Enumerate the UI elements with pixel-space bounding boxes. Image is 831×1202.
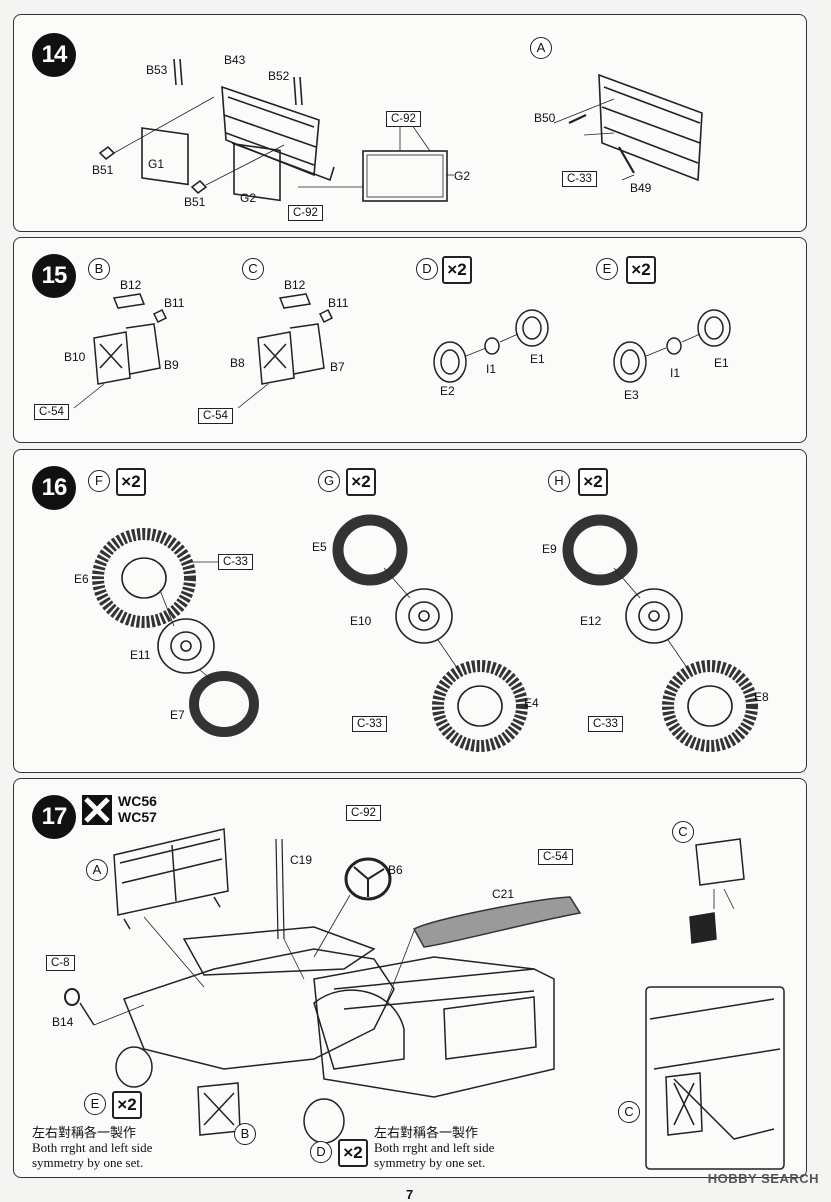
part-label-g1: G1 [148, 157, 165, 171]
part-box-c92: C-92 [288, 205, 323, 221]
quantity-badge: ×2 [112, 1091, 142, 1119]
part-box-c33: C-33 [218, 554, 253, 570]
step-14-panel: 14 B53 B43 B52 G1 B51 B51 G2 G2 C-92 C-9… [13, 14, 807, 232]
aircraft-marking-icon [82, 795, 112, 825]
part-label-g2: G2 [454, 169, 471, 183]
subassembly-c-marker: C [672, 821, 694, 843]
part-label-e4: E4 [524, 696, 539, 710]
part-label-b49: B49 [630, 181, 652, 195]
quantity-badge: ×2 [442, 256, 472, 284]
part-box-c33: C-33 [562, 171, 597, 187]
step-17-illustration [64, 828, 785, 1170]
part-label-e11: E11 [130, 648, 151, 662]
part-label-e1: E1 [714, 356, 729, 370]
part-label-e1: E1 [530, 352, 545, 366]
variant-label-wc56: WC56 [118, 793, 157, 809]
subassembly-b-marker: B [234, 1123, 256, 1145]
quantity-badge: ×2 [578, 468, 608, 496]
watermark: HOBBY SEARCH [707, 1171, 819, 1186]
part-box-c92: C-92 [386, 111, 421, 127]
part-label-b12: B12 [120, 278, 142, 292]
subassembly-g-marker: G [318, 470, 340, 492]
part-label-b52: B52 [268, 69, 290, 83]
subassembly-e-marker: E [84, 1093, 106, 1115]
part-label-i1: I1 [670, 366, 681, 380]
subassembly-d-marker: D [310, 1141, 332, 1163]
part-label-b43: B43 [224, 53, 246, 67]
part-label-e7: E7 [170, 708, 185, 722]
part-label-g2: G2 [240, 191, 257, 205]
note-english-2: symmetry by one set. [32, 1155, 144, 1170]
part-label-b53: B53 [146, 63, 168, 77]
variant-label-wc57: WC57 [118, 809, 157, 825]
part-box-c54: C-54 [34, 404, 69, 420]
part-label-b12: B12 [284, 278, 306, 292]
part-label-e5: E5 [312, 540, 327, 554]
step-number: 14 [32, 33, 76, 77]
note-english-1: Both rrght and left side [374, 1140, 495, 1155]
part-label-b7: B7 [330, 360, 345, 374]
part-label-e10: E10 [350, 614, 372, 628]
part-box-c33: C-33 [588, 716, 623, 732]
subassembly-c-marker: C [242, 258, 264, 280]
symmetry-note: 左右對稱各一製作 Both rrght and left side symmet… [374, 1125, 494, 1170]
step-number: 16 [32, 466, 76, 510]
part-label-e8: E8 [754, 690, 769, 704]
subassembly-d-marker: D [416, 258, 438, 280]
step-16-illustration [92, 514, 758, 752]
part-label-e9: E9 [542, 542, 557, 556]
part-label-c19: C19 [290, 853, 313, 867]
part-label-b11: B11 [328, 296, 349, 310]
step-16-panel: 16 F ×2 C-33 E6 E11 E7 G ×2 E5 E10 E4 C-… [13, 449, 807, 773]
cross-icon [84, 797, 110, 823]
quantity-badge: ×2 [626, 256, 656, 284]
step-number: 15 [32, 254, 76, 298]
part-label-b8: B8 [230, 356, 245, 370]
part-label-e6: E6 [74, 572, 89, 586]
step-15-panel: 15 B B12 B11 B10 B9 C-54 C B12 B11 B8 B7… [13, 237, 807, 443]
page-number: 7 [406, 1187, 414, 1202]
subassembly-h-marker: H [548, 470, 570, 492]
quantity-badge: ×2 [346, 468, 376, 496]
quantity-badge: ×2 [338, 1139, 368, 1167]
part-label-b6: B6 [388, 863, 403, 877]
part-box-c33: C-33 [352, 716, 387, 732]
part-label-b50: B50 [534, 111, 556, 125]
step-number: 17 [32, 795, 76, 839]
part-label-b9: B9 [164, 358, 179, 372]
part-label-b51: B51 [184, 195, 206, 209]
part-label-e2: E2 [440, 384, 455, 398]
part-label-e3: E3 [624, 388, 639, 402]
step-17-panel: 17 WC56 WC57 A C19 C-92 B6 C-54 C21 C-8 … [13, 778, 807, 1178]
step-14-illustration [98, 58, 703, 202]
quantity-badge: ×2 [116, 468, 146, 496]
step-15-illustration [73, 293, 731, 409]
note-chinese: 左右對稱各一製作 [374, 1125, 479, 1140]
part-label-b51: B51 [92, 163, 114, 177]
part-box-c54: C-54 [538, 849, 573, 865]
subassembly-a-marker: A [530, 37, 552, 59]
part-box-c92: C-92 [346, 805, 381, 821]
part-box-c54: C-54 [198, 408, 233, 424]
part-label-c21: C21 [492, 887, 515, 901]
subassembly-e-marker: E [596, 258, 618, 280]
part-label-b11: B11 [164, 296, 185, 310]
subassembly-b-marker: B [88, 258, 110, 280]
subassembly-f-marker: F [88, 470, 110, 492]
part-label-e12: E12 [580, 614, 602, 628]
part-label-b14: B14 [52, 1015, 74, 1029]
part-box-c8: C-8 [46, 955, 75, 971]
part-label-b10: B10 [64, 350, 86, 364]
subassembly-a-marker: A [86, 859, 108, 881]
symmetry-note: 左右對稱各一製作 Both rrght and left side symmet… [32, 1125, 152, 1170]
part-label-i1: I1 [486, 362, 497, 376]
note-chinese: 左右對稱各一製作 [32, 1125, 137, 1140]
subassembly-c-marker: C [618, 1101, 640, 1123]
note-english-1: Both rrght and left side [32, 1140, 153, 1155]
note-english-2: symmetry by one set. [374, 1155, 486, 1170]
